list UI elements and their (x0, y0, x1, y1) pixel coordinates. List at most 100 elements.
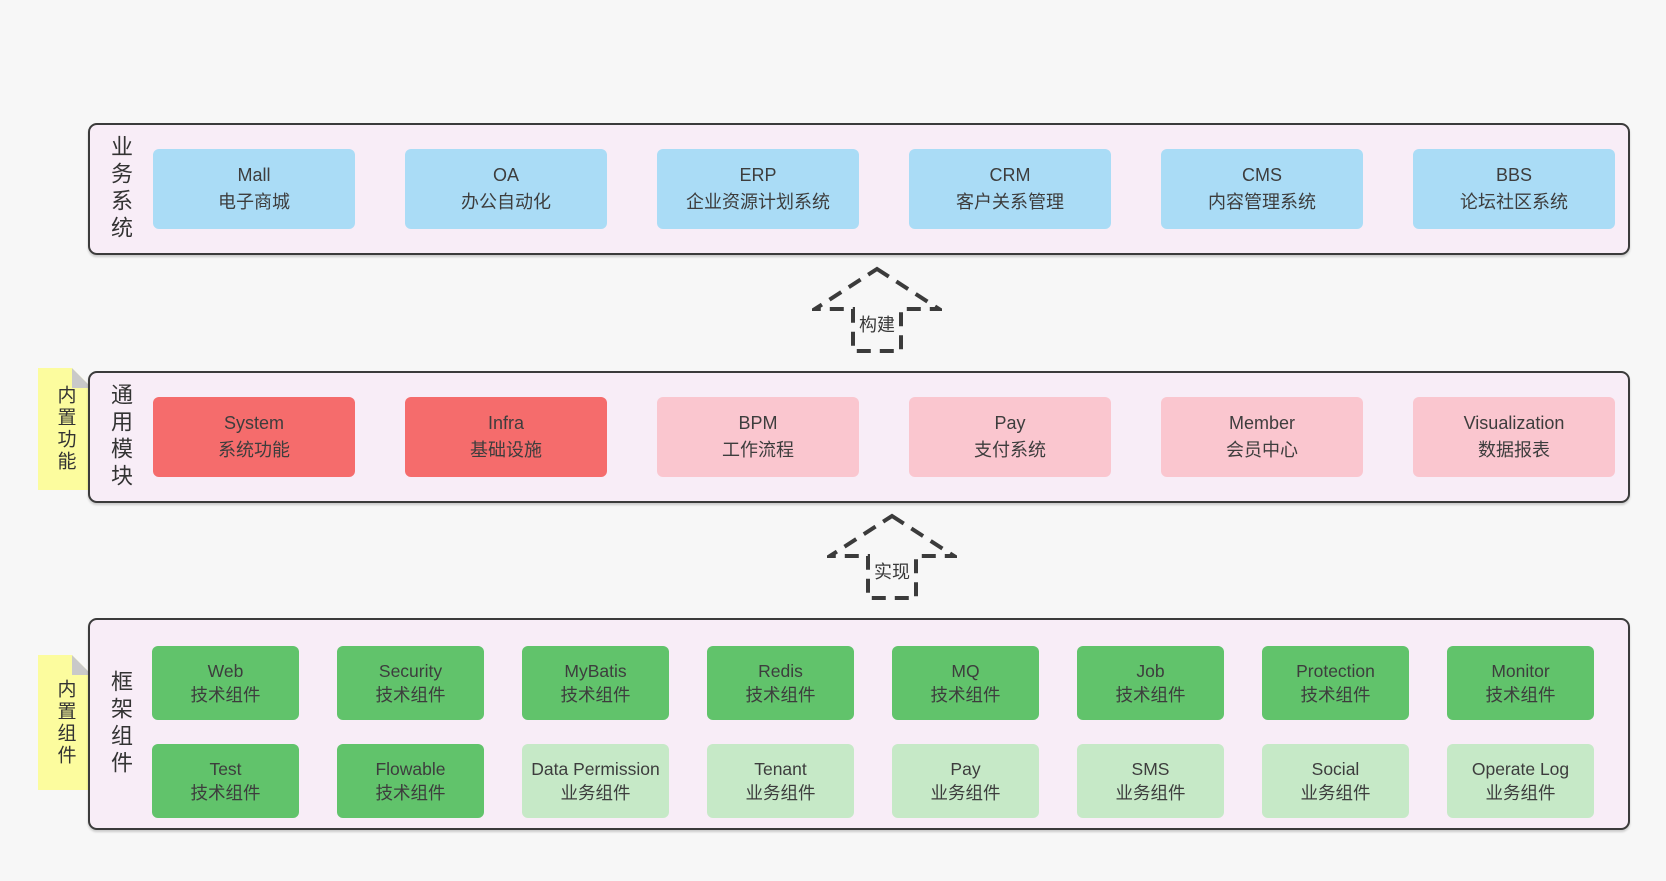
box-subtitle: 业务组件 (930, 783, 1001, 803)
box-title: CRM (989, 165, 1031, 185)
box-title: Tenant (754, 758, 807, 779)
box-oa: OA 办公自动化 (405, 149, 607, 229)
box-subtitle: 技术组件 (560, 685, 631, 705)
box-pay-component: Pay 业务组件 (892, 744, 1039, 818)
implement-arrow-label: 实现 (871, 557, 913, 585)
box-subtitle: 业务组件 (560, 783, 631, 803)
box-protection: Protection 技术组件 (1262, 646, 1409, 720)
builtin-features-sticky: 内置功能 (38, 368, 92, 490)
box-title: CMS (1242, 165, 1282, 185)
box-subtitle: 会员中心 (1226, 440, 1298, 460)
box-title: Security (378, 660, 443, 681)
box-title: BBS (1495, 165, 1533, 185)
box-subtitle: 内容管理系统 (1208, 192, 1316, 212)
box-bbs: BBS 论坛社区系统 (1413, 149, 1615, 229)
box-title: MQ (951, 660, 980, 681)
box-subtitle: 论坛社区系统 (1460, 192, 1568, 212)
box-subtitle: 基础设施 (470, 440, 542, 460)
box-infra: Infra 基础设施 (405, 397, 607, 477)
box-bpm: BPM 工作流程 (657, 397, 859, 477)
box-subtitle: 支付系统 (974, 440, 1046, 460)
box-title: ERP (739, 165, 777, 185)
box-title: Pay (994, 413, 1026, 433)
box-mybatis: MyBatis 技术组件 (522, 646, 669, 720)
box-test: Test 技术组件 (152, 744, 299, 818)
business-systems-band: 业务系统 Mall 电子商城 OA 办公自动化 ERP 企业资源计划系统 CRM… (88, 123, 1630, 255)
framework-components-label: 框架组件 (108, 670, 133, 778)
box-subtitle: 技术组件 (1300, 685, 1371, 705)
box-title: OA (492, 165, 519, 185)
box-subtitle: 技术组件 (190, 783, 261, 803)
box-subtitle: 技术组件 (1485, 685, 1556, 705)
box-visualization: Visualization 数据报表 (1413, 397, 1615, 477)
box-web: Web 技术组件 (152, 646, 299, 720)
box-job: Job 技术组件 (1077, 646, 1224, 720)
box-title: Test (209, 758, 242, 779)
box-subtitle: 工作流程 (722, 440, 794, 460)
box-title: MyBatis (564, 660, 627, 681)
box-subtitle: 技术组件 (1115, 685, 1186, 705)
implement-arrow: 实现 (827, 513, 957, 601)
box-title: Mall (237, 165, 271, 185)
box-subtitle: 客户关系管理 (956, 192, 1064, 212)
box-mq: MQ 技术组件 (892, 646, 1039, 720)
common-modules-band: 通用模块 System 系统功能 Infra 基础设施 BPM 工作流程 Pay… (88, 371, 1630, 503)
box-social: Social 业务组件 (1262, 744, 1409, 818)
business-systems-label: 业务系统 (108, 135, 133, 243)
box-title: BPM (738, 413, 778, 433)
framework-components-band: 框架组件 Web 技术组件 Security 技术组件 MyBatis 技术组件… (88, 618, 1630, 830)
builtin-components-sticky-label: 内置组件 (54, 678, 76, 767)
box-flowable: Flowable 技术组件 (337, 744, 484, 818)
box-tenant: Tenant 业务组件 (707, 744, 854, 818)
box-title: Operate Log (1471, 758, 1570, 779)
box-subtitle: 电子商城 (218, 192, 290, 212)
box-subtitle: 技术组件 (190, 685, 261, 705)
box-title: Protection (1296, 660, 1375, 681)
box-subtitle: 企业资源计划系统 (686, 192, 830, 212)
box-title: Data Permission (531, 758, 660, 779)
box-subtitle: 技术组件 (375, 783, 446, 803)
build-arrow-label: 构建 (856, 310, 898, 338)
box-title: Visualization (1463, 413, 1565, 433)
box-title: Social (1311, 758, 1360, 779)
box-title: Redis (758, 660, 803, 681)
builtin-components-sticky: 内置组件 (38, 655, 92, 790)
box-subtitle: 技术组件 (745, 685, 816, 705)
box-title: Flowable (375, 758, 446, 779)
box-subtitle: 办公自动化 (461, 192, 551, 212)
box-title: Pay (950, 758, 981, 779)
box-title: Member (1228, 413, 1295, 433)
box-member: Member 会员中心 (1161, 397, 1363, 477)
box-sms: SMS 业务组件 (1077, 744, 1224, 818)
box-subtitle: 数据报表 (1478, 440, 1550, 460)
box-subtitle: 技术组件 (930, 685, 1001, 705)
box-data-permission: Data Permission 业务组件 (522, 744, 669, 818)
box-subtitle: 业务组件 (1300, 783, 1371, 803)
box-redis: Redis 技术组件 (707, 646, 854, 720)
box-title: SMS (1131, 758, 1170, 779)
box-mall: Mall 电子商城 (153, 149, 355, 229)
box-pay-system: Pay 支付系统 (909, 397, 1111, 477)
box-title: System (223, 413, 284, 433)
box-erp: ERP 企业资源计划系统 (657, 149, 859, 229)
box-subtitle: 技术组件 (375, 685, 446, 705)
box-crm: CRM 客户关系管理 (909, 149, 1111, 229)
box-monitor: Monitor 技术组件 (1447, 646, 1594, 720)
box-title: Job (1136, 660, 1165, 681)
box-title: Monitor (1491, 660, 1550, 681)
box-subtitle: 系统功能 (218, 440, 290, 460)
box-subtitle: 业务组件 (1115, 783, 1186, 803)
box-operate-log: Operate Log 业务组件 (1447, 744, 1594, 818)
builtin-features-sticky-label: 内置功能 (54, 385, 76, 473)
box-title: Infra (487, 413, 525, 433)
box-system: System 系统功能 (153, 397, 355, 477)
box-cms: CMS 内容管理系统 (1161, 149, 1363, 229)
common-modules-label: 通用模块 (108, 383, 133, 491)
box-subtitle: 业务组件 (745, 783, 816, 803)
box-title: Web (207, 660, 244, 681)
dashed-up-arrow-icon (812, 266, 942, 353)
dashed-up-arrow-icon (827, 513, 957, 600)
box-security: Security 技术组件 (337, 646, 484, 720)
box-subtitle: 业务组件 (1485, 783, 1556, 803)
